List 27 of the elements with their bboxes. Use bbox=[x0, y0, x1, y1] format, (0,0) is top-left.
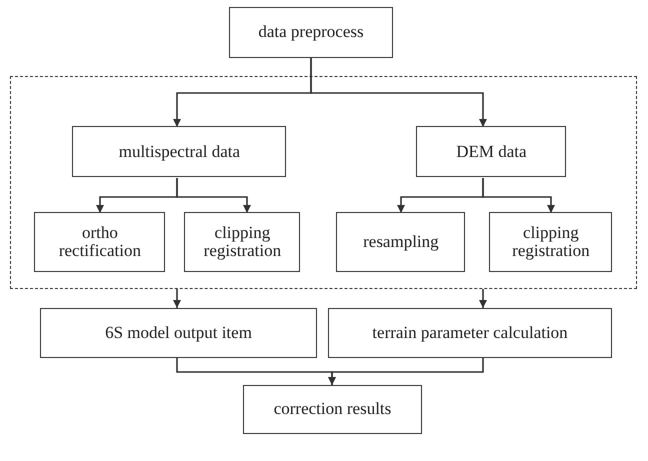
box-label: terrain parameter calculation bbox=[371, 324, 569, 342]
box-label: data preprocess bbox=[257, 23, 365, 42]
arrow bbox=[482, 178, 555, 213]
process-box bbox=[336, 212, 466, 272]
process-box bbox=[328, 308, 612, 358]
box-label: multispectral data bbox=[118, 142, 242, 162]
box-label: ortho rectification bbox=[58, 224, 142, 262]
box-label: 6S model output item bbox=[104, 324, 253, 342]
process-box bbox=[489, 212, 612, 272]
arrow bbox=[479, 289, 487, 308]
process-box bbox=[184, 212, 300, 272]
process-box bbox=[229, 7, 393, 58]
arrow bbox=[310, 58, 487, 127]
process-box bbox=[40, 308, 317, 358]
process-box bbox=[34, 212, 166, 272]
box-label: correction results bbox=[272, 400, 392, 419]
process-box bbox=[243, 385, 422, 434]
dashed-group-box bbox=[10, 76, 637, 289]
process-box bbox=[72, 126, 286, 178]
arrow bbox=[176, 178, 251, 213]
box-label: resampling bbox=[362, 233, 440, 252]
box-label: clipping registration bbox=[202, 224, 282, 262]
process-box bbox=[416, 126, 566, 178]
box-label: clipping registration bbox=[511, 224, 591, 262]
arrow bbox=[328, 358, 484, 385]
arrow bbox=[173, 289, 181, 308]
box-label: DEM data bbox=[455, 142, 528, 162]
